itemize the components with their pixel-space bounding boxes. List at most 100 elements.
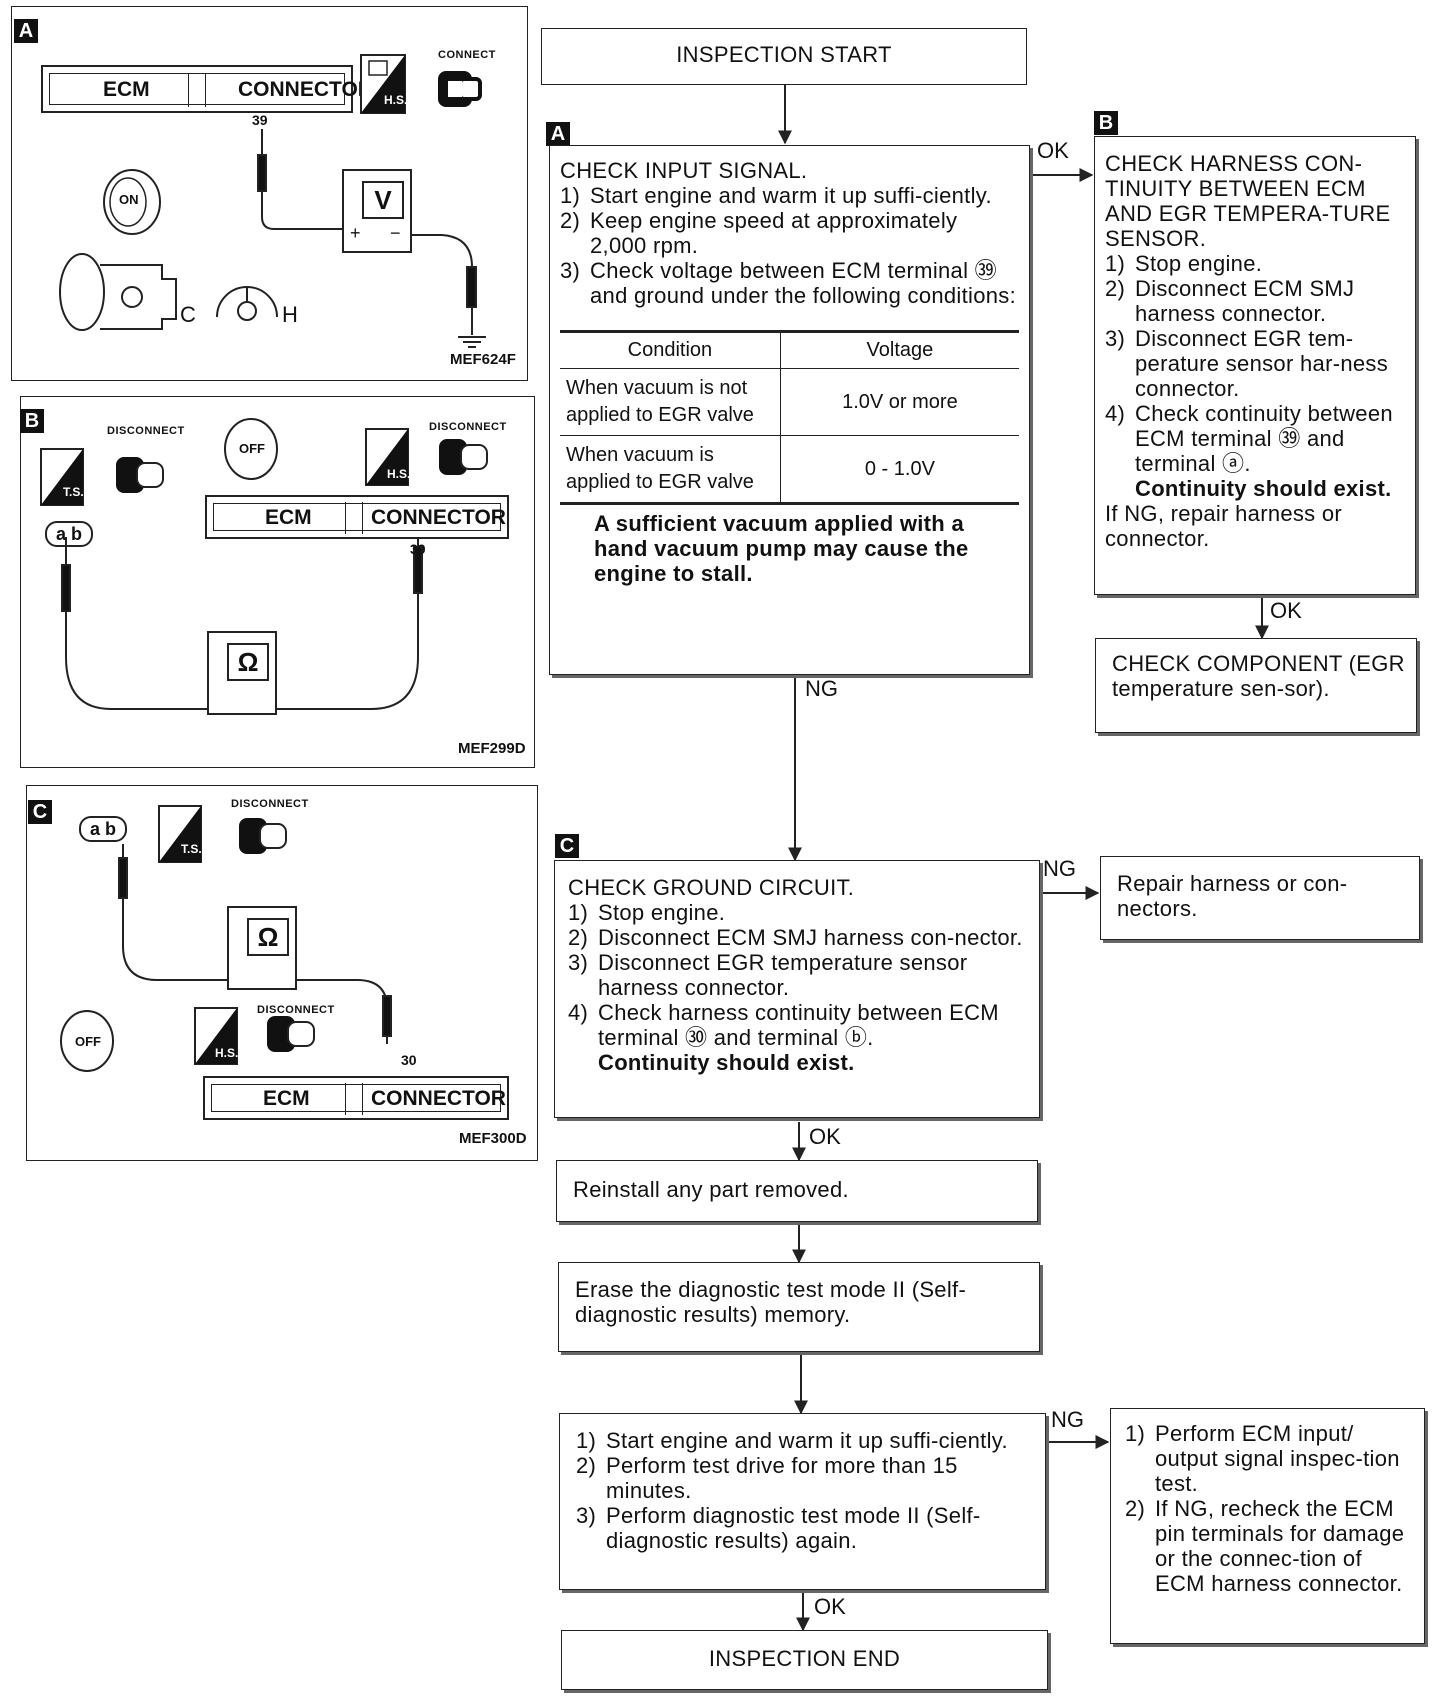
table-cell: When vacuum is applied to EGR valve <box>560 435 781 505</box>
list-item: 1)Perform ECM input/ output signal inspe… <box>1125 1421 1400 1496</box>
ignition-off-label: OFF <box>75 1034 101 1049</box>
list-item: 4)Check continuity between ECM terminal … <box>1105 401 1393 476</box>
disconnect-label-1: DISCONNECT <box>107 425 185 437</box>
panel-a-tag: A <box>14 19 38 43</box>
ohmmeter: Ω <box>227 906 297 990</box>
ok-label-final: OK <box>814 1594 846 1619</box>
step-a-title: CHECK INPUT SIGNAL. <box>560 158 808 183</box>
inspection-start-label: INSPECTION START <box>676 42 892 67</box>
step-b-list: 1)Stop engine. 2)Disconnect ECM SMJ harn… <box>1105 251 1407 476</box>
ohmmeter-face: Ω <box>227 643 269 681</box>
connector-latch-icon <box>345 502 363 534</box>
negative-terminal: − <box>390 223 401 243</box>
step-a-list: 1)Start engine and warm it up suffi-cien… <box>560 183 1019 308</box>
ecm-label: ECM <box>263 1087 310 1110</box>
connect-label: CONNECT <box>438 49 496 61</box>
inspection-start-box: INSPECTION START <box>541 28 1027 85</box>
harness-hs-icon <box>360 54 406 114</box>
harness-hs-icon <box>365 428 409 486</box>
step-b-check-harness-continuity: CHECK HARNESS CON-TINUITY BETWEEN ECM AN… <box>1094 136 1416 595</box>
thermo-ts-label: T.S. <box>63 485 84 499</box>
disconnect-plug-icon <box>239 818 287 854</box>
sensor-connector-ab: a b <box>45 521 93 547</box>
terminal-39-label: 39 <box>410 541 426 557</box>
panel-a-voltage-check: A ECM CONNECTOR CONNECT <box>11 6 528 381</box>
panel-b-drawing <box>40 418 488 710</box>
step-c-tag: C <box>555 834 579 858</box>
step-c-title: CHECK GROUND CIRCUIT. <box>568 875 855 900</box>
disconnect-label-2: DISCONNECT <box>429 421 507 433</box>
reinstall-text: Reinstall any part removed. <box>573 1177 849 1202</box>
list-item: 3)Perform diagnostic test mode II (Self-… <box>576 1503 981 1553</box>
connector-latch-icon <box>188 73 206 107</box>
check-component-text: CHECK COMPONENT (EGR temperature sen-sor… <box>1112 651 1405 701</box>
thermo-ts-icon <box>40 448 84 506</box>
ng-label-c: NG <box>1043 856 1076 881</box>
erase-memory-text: Erase the diagnostic test mode II (Self-… <box>575 1277 967 1327</box>
disconnect-label-2: DISCONNECT <box>257 1004 335 1016</box>
ohmmeter-face: Ω <box>247 918 289 956</box>
panel-c-drawing <box>60 805 392 1072</box>
connect-plug-icon <box>438 71 482 107</box>
step-a-warning: A sufficient vacuum applied with a hand … <box>594 511 969 586</box>
inspection-end-box: INSPECTION END <box>561 1630 1048 1690</box>
figure-code: MEF624F <box>450 351 516 368</box>
ok-label-a: OK <box>1037 138 1069 163</box>
list-item: 2)Disconnect ECM SMJ harness connector. <box>1105 276 1355 326</box>
harness-hs-label: H.S. <box>384 93 408 107</box>
ecm-connector: ECM CONNECTOR <box>41 65 373 113</box>
ok-label-c: OK <box>809 1124 841 1149</box>
harness-hs-icon <box>194 1007 238 1065</box>
ecm-label: ECM <box>103 78 150 101</box>
step-c-list: 1)Stop engine. 2)Disconnect ECM SMJ harn… <box>568 900 1029 1050</box>
panel-b-tag: B <box>20 409 44 433</box>
gauge-cold-label: C <box>180 302 196 327</box>
ecm-label: ECM <box>265 506 312 529</box>
wiring <box>118 844 392 1044</box>
list-item: 2)Disconnect ECM SMJ harness con-nector. <box>568 925 1023 950</box>
step-c-bold: Continuity should exist. <box>598 1050 855 1075</box>
connector-latch-icon <box>345 1083 363 1115</box>
step-b-title: CHECK HARNESS CON-TINUITY BETWEEN ECM AN… <box>1105 151 1391 251</box>
list-item: 2)Keep engine speed at approximately 2,0… <box>560 208 958 258</box>
disconnect-label-1: DISCONNECT <box>231 798 309 810</box>
ecm-connector: ECM CONNECTOR <box>205 495 509 539</box>
disconnect-plug-icon <box>116 457 164 493</box>
panel-b-continuity-check: B DISCONNECT T.S. OFF <box>20 396 535 768</box>
panel-a-drawing <box>59 54 486 348</box>
list-item: 1)Start engine and warm it up suffi-cien… <box>576 1428 1008 1453</box>
table-cell: 0 - 1.0V <box>780 435 1019 505</box>
table-cell: 1.0V or more <box>780 368 1019 436</box>
condition-voltage-table: Condition Voltage When vacuum is not app… <box>560 330 1019 505</box>
voltmeter-face: V <box>362 181 404 219</box>
step-a-tag: A <box>546 122 570 146</box>
table-cell: When vacuum is not applied to EGR valve <box>560 368 781 436</box>
wiring <box>61 531 423 710</box>
step-c-check-ground-circuit: CHECK GROUND CIRCUIT. 1)Stop engine. 2)D… <box>554 860 1040 1118</box>
connector-label: CONNECTOR <box>238 78 373 101</box>
inspection-end-label: INSPECTION END <box>708 1646 901 1671</box>
list-item: 1)Start engine and warm it up suffi-cien… <box>560 183 992 208</box>
list-item: 2)If NG, recheck the ECM pin terminals f… <box>1125 1496 1405 1596</box>
erase-memory-box: Erase the diagnostic test mode II (Self-… <box>558 1262 1040 1352</box>
step-b-bold: Continuity should exist. <box>1135 476 1392 501</box>
connector-label: CONNECTOR <box>371 506 506 529</box>
engine-icon <box>59 253 177 331</box>
table-row: When vacuum is not applied to EGR valve … <box>560 368 1019 436</box>
list-item: 2)Perform test drive for more than 15 mi… <box>576 1453 958 1503</box>
table-header-row: Condition Voltage <box>560 330 1019 369</box>
ignition-off-icon <box>224 418 278 480</box>
ignition-on-label: ON <box>119 192 139 207</box>
test-drive-list: 1)Start engine and warm it up suffi-cien… <box>576 1428 1035 1553</box>
ok-label-b: OK <box>1270 598 1302 623</box>
list-item: 3)Disconnect EGR tem-perature sensor har… <box>1105 326 1388 401</box>
ecm-connector: ECM CONNECTOR <box>203 1076 509 1120</box>
connector-label: CONNECTOR <box>371 1087 506 1110</box>
list-item: 3)Disconnect EGR temperature sensor harn… <box>568 950 968 1000</box>
disconnect-plug-icon <box>267 1016 315 1052</box>
step-b-note: If NG, repair harness or connector. <box>1105 501 1343 551</box>
disconnect-plug-icon <box>439 439 488 475</box>
ng-label-final: NG <box>1051 1407 1084 1432</box>
panel-c-ground-check: C a b DISCONNECT T.S. <box>26 785 538 1161</box>
